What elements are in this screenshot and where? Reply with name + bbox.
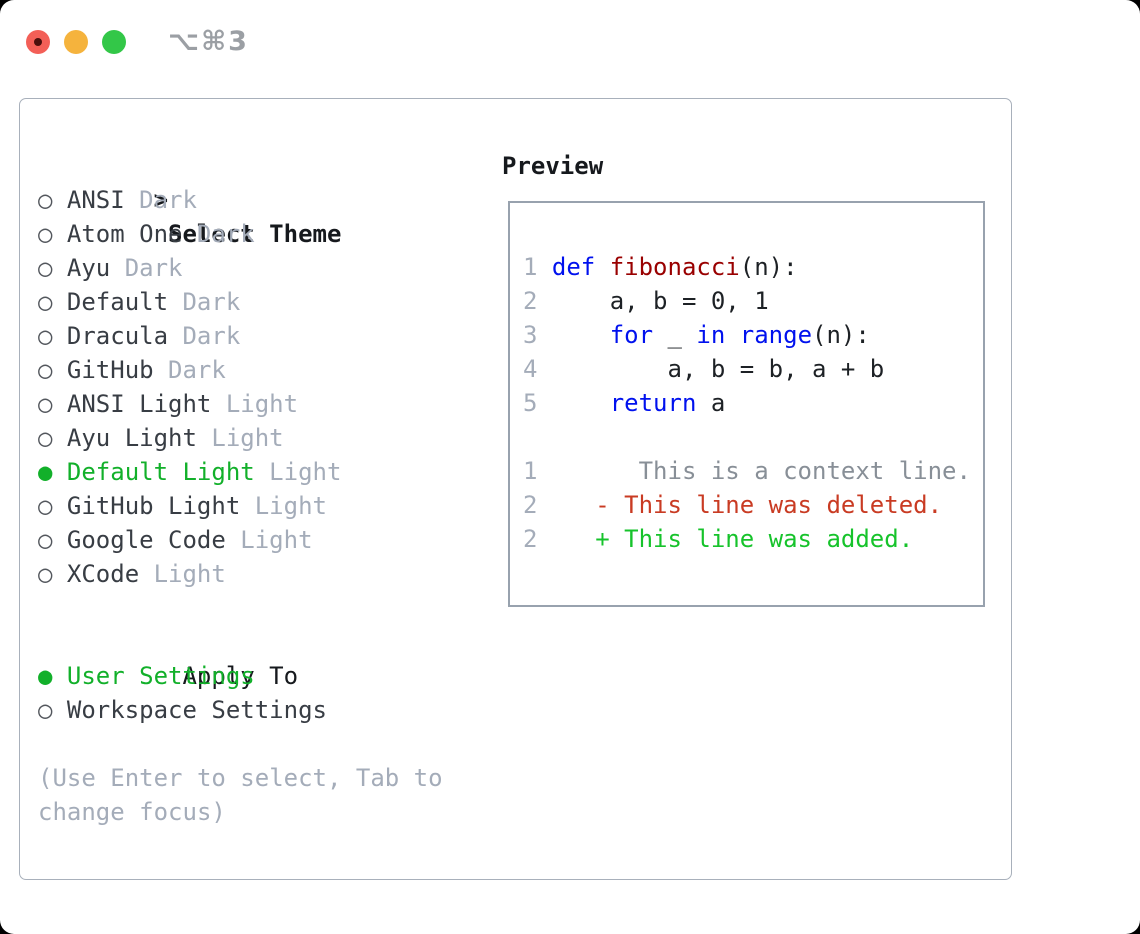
theme-name: Default Light [66, 458, 255, 486]
theme-name: Google Code [66, 526, 226, 554]
theme-name: Atom One [66, 220, 183, 248]
line-number: 1 [523, 457, 552, 485]
diff-added-line: 2 + This line was added. [523, 525, 914, 553]
hint-text-line2: change focus) [38, 798, 226, 826]
radio-icon: ○ [38, 424, 53, 452]
theme-variant: Dark [139, 186, 197, 214]
theme-option[interactable]: ○ XCode Light [38, 557, 443, 591]
theme-option[interactable]: ● Default Light Light [38, 455, 443, 489]
titlebar: ⌥⌘3 [26, 26, 249, 57]
radio-icon: ○ [38, 390, 53, 418]
radio-icon: ○ [38, 288, 53, 316]
line-number: 5 [523, 389, 552, 417]
theme-variant: Dark [124, 254, 183, 282]
theme-variant: Light [211, 424, 284, 452]
apply-to-option[interactable]: ○ Workspace Settings [38, 693, 443, 727]
line-number: 2 [523, 525, 552, 553]
theme-variant: Light [240, 526, 313, 554]
radio-icon: ○ [38, 356, 53, 384]
theme-variant: Light [225, 390, 299, 418]
line-number: 4 [523, 355, 552, 383]
code-line: 2 a, b = 0, 1 [523, 287, 769, 315]
radio-icon: ○ [38, 254, 53, 282]
theme-name: Dracula [66, 322, 169, 350]
radio-icon: ○ [38, 526, 53, 554]
theme-option[interactable]: ○ Ayu Dark [38, 251, 443, 285]
window-title: ⌥⌘3 [168, 26, 249, 57]
spacer [38, 727, 443, 761]
close-button[interactable] [26, 29, 50, 54]
apply-to-name: User Settings [66, 662, 255, 690]
theme-option[interactable]: ○ ANSI Light Light [38, 387, 443, 421]
diff-context-line: 1 This is a context line. [523, 457, 971, 485]
theme-name: GitHub Light [66, 492, 241, 520]
minimize-button[interactable] [64, 29, 88, 54]
line-number: 1 [523, 253, 552, 281]
theme-option[interactable]: ○ Atom One Dark [38, 217, 443, 251]
code-line: 3 for _ in range(n): [523, 321, 870, 349]
apply-to-name: Workspace Settings [66, 696, 327, 724]
theme-name: XCode [66, 560, 140, 588]
theme-option[interactable]: ○ GitHub Light Light [38, 489, 443, 523]
radio-selected-icon: ● [38, 458, 53, 486]
theme-name: ANSI [66, 186, 125, 214]
spacer [38, 591, 443, 625]
theme-variant: Light [153, 560, 226, 588]
theme-variant: Light [269, 458, 342, 486]
radio-icon: ○ [38, 560, 53, 588]
radio-icon: ○ [38, 322, 53, 350]
preview-box: 1 def fibonacci(n): 2 a, b = 0, 1 3 for _ … [508, 201, 985, 607]
diff-deleted-line: 2 - This line was deleted. [523, 491, 943, 519]
theme-option[interactable]: ○ Ayu Light Light [38, 421, 443, 455]
zoom-button[interactable] [102, 29, 126, 54]
radio-icon: ○ [38, 220, 53, 248]
theme-variant: Dark [168, 356, 226, 384]
code-line: 1 def fibonacci(n): [523, 253, 798, 281]
blank-line [523, 420, 973, 454]
theme-name: GitHub [66, 356, 154, 384]
radio-icon: ○ [38, 186, 53, 214]
radio-icon: ○ [38, 696, 53, 724]
apply-to-option[interactable]: ● User Settings [38, 659, 443, 693]
select-theme-header: > Select Theme [38, 149, 443, 248]
theme-variant: Dark [196, 220, 255, 248]
theme-option[interactable]: ○ Default Dark [38, 285, 443, 319]
theme-option[interactable]: ○ Dracula Dark [38, 319, 443, 353]
radio-selected-icon: ● [38, 662, 53, 690]
theme-option[interactable]: ○ GitHub Dark [38, 353, 443, 387]
code-line: 5 return a [523, 389, 726, 417]
theme-name: Default [66, 288, 169, 316]
theme-option[interactable]: ○ Google Code Light [38, 523, 443, 557]
theme-name: Ayu Light [66, 424, 197, 452]
theme-variant: Dark [182, 322, 241, 350]
unsaved-dot-icon [34, 37, 42, 46]
radio-icon: ○ [38, 492, 53, 520]
apply-to-header: Apply To [38, 625, 443, 690]
focus-caret-icon: > [153, 186, 169, 214]
theme-name: ANSI Light [66, 390, 212, 418]
theme-variant: Dark [182, 288, 241, 316]
line-number: 2 [523, 287, 552, 315]
theme-variant: Light [254, 492, 327, 520]
select-theme-label: Select Theme [168, 220, 342, 248]
apply-to-list: ● User Settings ○ Workspace Settings [38, 659, 443, 727]
code-line: 4 a, b = b, a + b [523, 355, 885, 383]
apply-to-label: Apply To [182, 662, 299, 690]
theme-name: Ayu [66, 254, 111, 282]
line-number: 3 [523, 321, 552, 349]
line-number: 2 [523, 491, 552, 519]
hint-text-line1: (Use Enter to select, Tab to [38, 764, 443, 792]
preview-title: Preview [502, 152, 604, 180]
theme-option[interactable]: ○ ANSI Dark [38, 183, 443, 217]
